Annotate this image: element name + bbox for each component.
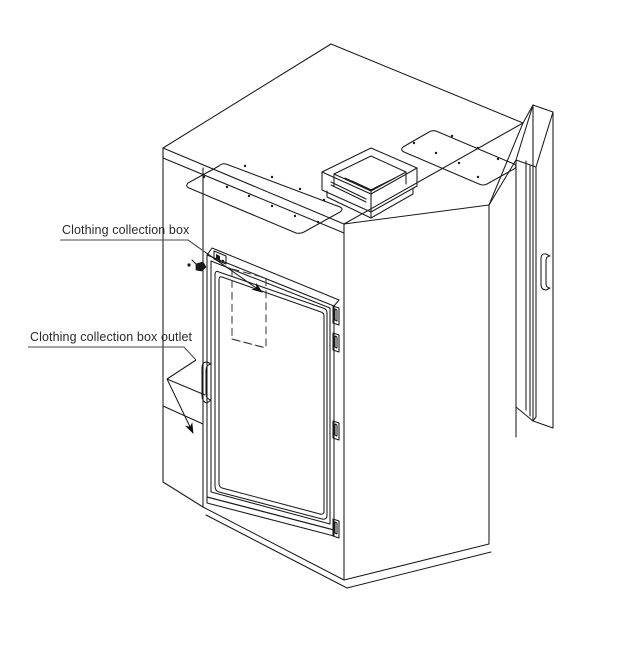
front-door-thickness-line (210, 260, 331, 525)
callout-clothing-collection-box-outlet: Clothing collection box outlet (28, 330, 206, 434)
front-door-latch (213, 250, 227, 265)
left-panel-joint-line (162, 405, 204, 425)
callout-elbow-2 (166, 359, 197, 380)
roof-panel-left (186, 163, 343, 234)
front-base-skirt (205, 514, 348, 589)
front-door-sill (206, 496, 335, 537)
front-door-gasket-line (218, 276, 325, 515)
roof-left-fascia (162, 147, 345, 234)
duct-filter-grid-3 (357, 183, 384, 191)
callout-leader-2 (166, 378, 194, 434)
hinge-3 (332, 420, 340, 441)
hinge-2 (332, 332, 340, 353)
callout-leader-1 (204, 251, 263, 293)
right-side-bottom-edge (343, 543, 490, 581)
callout-clothing-collection-box: Clothing collection box (60, 223, 263, 293)
door-hinges (332, 305, 340, 539)
duct-front-bar (330, 181, 367, 200)
right-door-flange-top (515, 104, 554, 168)
front-door[interactable] (206, 247, 340, 537)
duct-wall-right (370, 167, 418, 213)
right-door-to-body-link (488, 159, 517, 206)
duct-front-bar-2 (330, 184, 367, 203)
callout-label-clothing-collection-box-outlet: Clothing collection box outlet (30, 330, 193, 344)
front-door-handle[interactable] (201, 361, 212, 404)
outlet-fitting-upper (187, 259, 207, 272)
hidden-collection-box (231, 268, 267, 349)
roof-panel-right-screws (412, 134, 500, 179)
roof-panel-left-screws (202, 164, 326, 224)
callout-underline-2 (28, 346, 197, 361)
right-door-to-roof-link (522, 104, 534, 124)
right-door-handle[interactable] (540, 253, 551, 291)
callout-branch-2 (166, 378, 206, 396)
roof-panel-right (401, 130, 517, 186)
callout-label-clothing-collection-box: Clothing collection box (62, 223, 190, 237)
duct-base-flange-right (370, 187, 414, 219)
left-panel-bottom-edge (162, 481, 204, 508)
roof-duct-housing (321, 147, 418, 219)
cabinet-body (162, 43, 524, 589)
callout-underline-1 (60, 239, 206, 253)
hinge-4 (332, 518, 340, 539)
right-door-face (532, 104, 554, 429)
duct-filter-grid (344, 177, 396, 191)
front-face-bottom-edge (202, 506, 345, 581)
hinge-1 (332, 305, 340, 326)
right-door[interactable] (488, 104, 554, 438)
roof-top-surface (162, 43, 524, 225)
duct-base-flange (326, 190, 372, 219)
front-door-inner-panel (214, 270, 328, 520)
right-door-bottom-fold (532, 416, 537, 422)
duct-filter-grid-2 (351, 180, 390, 191)
right-base-skirt (346, 551, 492, 589)
front-door-header-band (206, 247, 340, 307)
